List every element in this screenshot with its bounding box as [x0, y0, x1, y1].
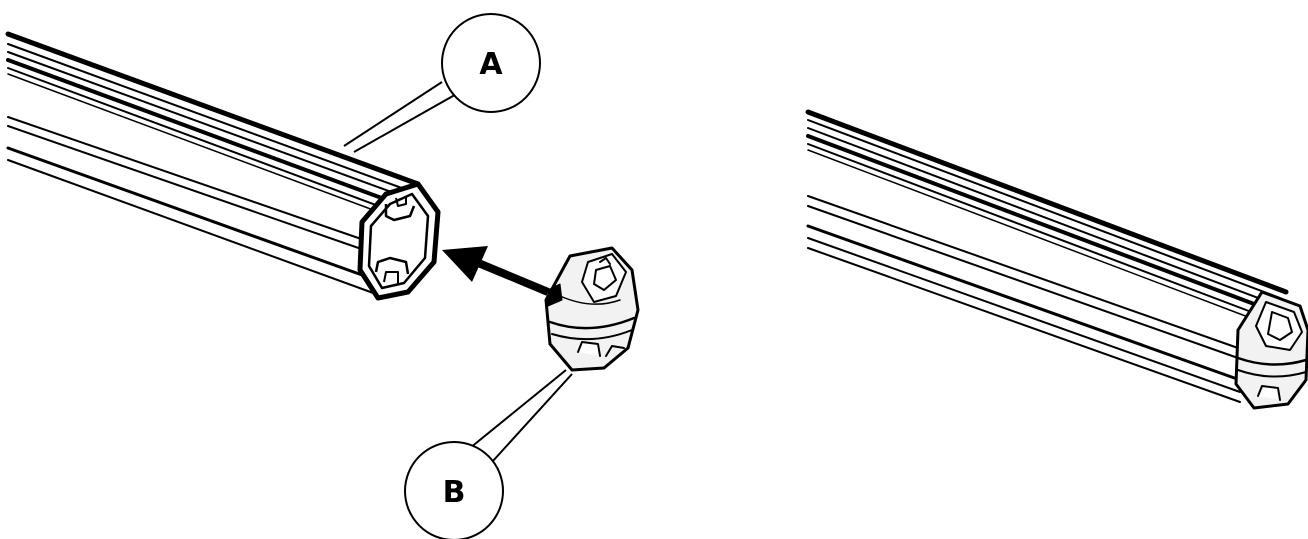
- callout-b-label: B: [443, 475, 466, 510]
- callout-a-leader-lower: [353, 91, 461, 153]
- end-cap-part: [544, 246, 640, 372]
- insertion-arrow: [442, 246, 550, 296]
- profile-bar-right: [805, 109, 1289, 403]
- callout-a: A: [343, 13, 541, 153]
- profile-end-opening: [357, 181, 441, 301]
- callout-a-label: A: [479, 47, 503, 82]
- profile-bar-left: [5, 31, 421, 295]
- callout-b-leader-right: [491, 373, 573, 463]
- callout-b-circle: [404, 441, 504, 539]
- callout-a-circle: [441, 13, 541, 113]
- callout-b-leader-left: [469, 369, 567, 449]
- callout-a-leader-upper: [343, 81, 443, 147]
- assembled-end-cap: [1234, 290, 1308, 410]
- callout-b: B: [404, 369, 573, 539]
